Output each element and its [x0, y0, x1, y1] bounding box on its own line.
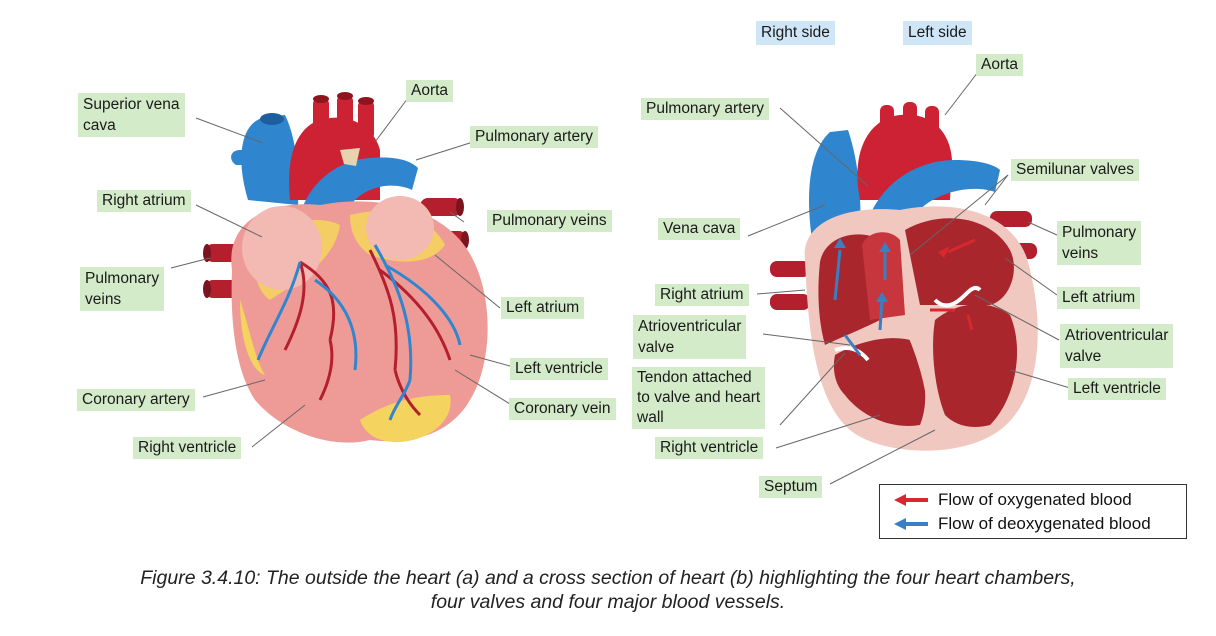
label-right-ventricle-b: Right ventricle [655, 437, 764, 459]
figure-caption-line1: Figure 3.4.10: The outside the heart (a)… [140, 567, 1076, 589]
label-pulmonary-artery-b: Pulmonary artery [641, 98, 770, 120]
legend-label-oxygenated: Flow of oxygenated blood [938, 490, 1132, 509]
label-tendon-line2: to valve and heart [637, 389, 761, 406]
label-av-valve-left-line1: Atrioventricular [638, 318, 742, 335]
label-coronary-vein: Coronary vein [509, 398, 616, 420]
label-left-atrium-a: Left atrium [501, 297, 585, 319]
label-pulmonary-veins-b-line1: Pulmonary [1062, 224, 1137, 241]
label-septum: Septum [759, 476, 823, 498]
label-aorta-b: Aorta [976, 54, 1024, 76]
label-pulmonary-artery-a: Pulmonary artery [470, 126, 599, 148]
label-pulmonary-veins-b: Pulmonary veins [1057, 221, 1142, 265]
figure-caption: Figure 3.4.10: The outside the heart (a)… [40, 566, 1176, 614]
label-pulmonary-veins-a-left: Pulmonary veins [80, 267, 165, 311]
label-aorta-a: Aorta [406, 80, 454, 102]
legend-item-oxygenated: Flow of oxygenated blood [892, 489, 1132, 511]
left-side-header: Left side [903, 21, 972, 45]
legend: Flow of oxygenated blood Flow of deoxyge… [879, 484, 1187, 539]
label-tendon-line3: wall [637, 409, 664, 426]
label-superior-vena-cava: Superior vena cava [78, 93, 185, 137]
label-tendon: Tendon attached to valve and heart wall [632, 367, 766, 429]
leader-lines [170, 71, 1071, 485]
label-av-valve-left: Atrioventricular valve [633, 315, 747, 359]
label-av-valve-right-line2: valve [1065, 348, 1102, 365]
right-side-header: Right side [756, 21, 835, 45]
label-superior-vena-cava-line2: cava [83, 117, 116, 134]
label-av-valve-right-line1: Atrioventricular [1065, 327, 1169, 344]
red-arrow-icon [894, 494, 928, 506]
label-tendon-line1: Tendon attached [637, 369, 752, 386]
label-pulmonary-veins-a-right: Pulmonary veins [487, 210, 612, 232]
label-left-ventricle-b: Left ventricle [1068, 378, 1166, 400]
label-left-ventricle-a: Left ventricle [510, 358, 608, 380]
label-pulmonary-veins-a-left-line1: Pulmonary [85, 270, 160, 287]
label-pulmonary-veins-b-line2: veins [1062, 245, 1099, 262]
label-right-ventricle-a: Right ventricle [133, 437, 242, 459]
label-av-valve-left-line2: valve [638, 339, 675, 356]
heart-exterior-drawing [203, 92, 488, 443]
label-vena-cava: Vena cava [658, 218, 741, 240]
label-av-valve-right: Atrioventricular valve [1060, 324, 1174, 368]
blue-arrow-icon [894, 518, 928, 530]
legend-item-deoxygenated: Flow of deoxygenated blood [892, 513, 1151, 535]
legend-label-deoxygenated: Flow of deoxygenated blood [938, 514, 1151, 533]
label-right-atrium-a: Right atrium [97, 190, 191, 212]
heart-cross-section-drawing [770, 102, 1038, 451]
label-pulmonary-veins-a-left-line2: veins [85, 291, 122, 308]
label-right-atrium-b: Right atrium [655, 284, 749, 306]
label-semilunar-valves: Semilunar valves [1011, 159, 1140, 181]
figure-caption-line2: four valves and four major blood vessels… [430, 591, 786, 613]
label-left-atrium-b: Left atrium [1057, 287, 1141, 309]
label-coronary-artery: Coronary artery [77, 389, 195, 411]
label-superior-vena-cava-line1: Superior vena [83, 96, 180, 113]
